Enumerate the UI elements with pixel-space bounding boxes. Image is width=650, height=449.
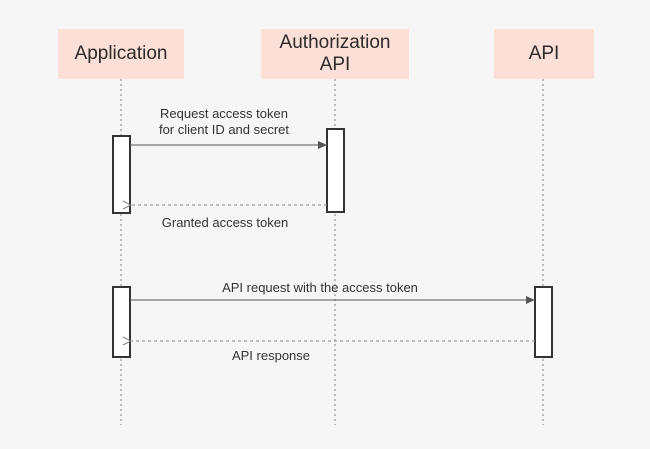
message-request-token-line2: for client ID and secret [158,122,290,137]
participant-application: Application [58,29,184,79]
message-granted-token-label: Granted access token [161,215,289,230]
message-api-response-label: API response [231,348,311,363]
message-request-token-label: Request access token for client ID and s… [140,106,308,138]
activation-application-1 [112,135,131,214]
participant-api-label: API [528,43,560,64]
message-api-request-label: API request with the access token [222,280,418,295]
activation-authorization-api [326,128,345,213]
activation-api [534,286,553,358]
participant-authorization-api: Authorization API [261,29,409,79]
participant-api: API [494,29,594,79]
participant-authorization-label-line1: Authorization [279,32,391,53]
activation-application-2 [112,286,131,358]
participant-authorization-label-line2: API [319,54,351,75]
message-request-token-line1: Request access token [160,106,288,121]
participant-application-label: Application [74,43,168,64]
